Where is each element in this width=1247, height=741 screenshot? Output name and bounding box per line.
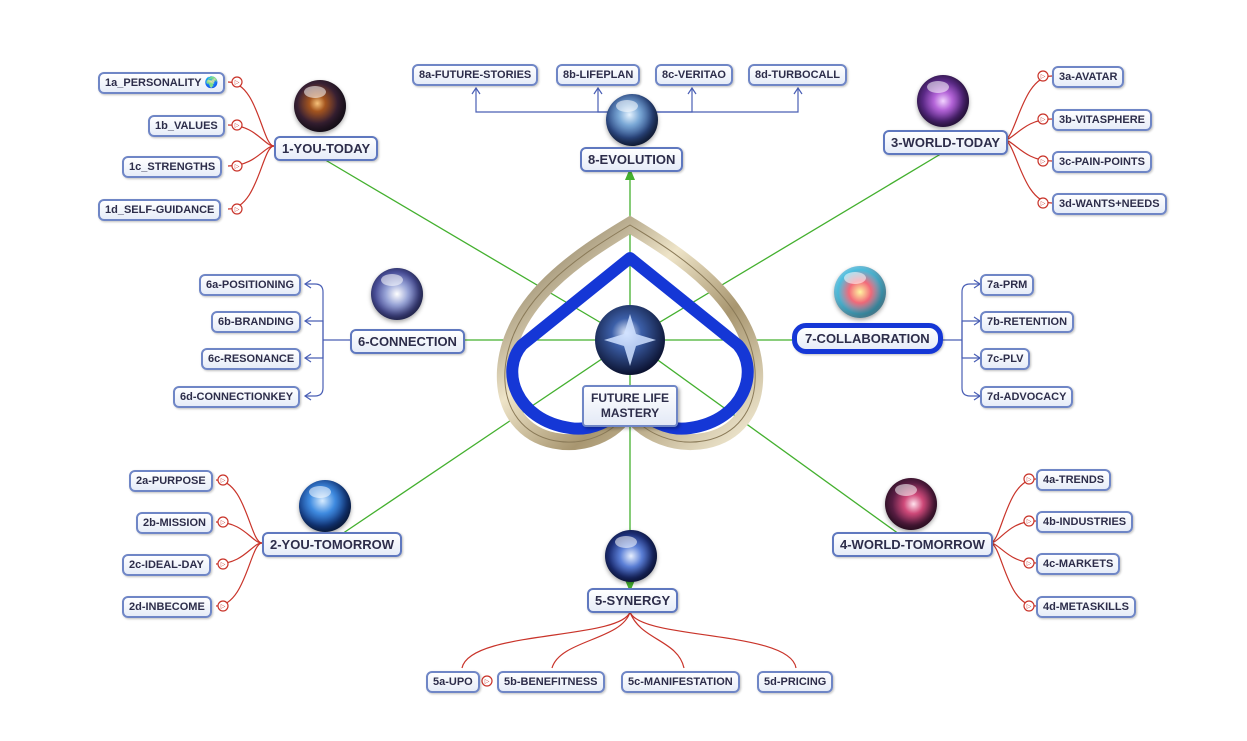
topic-1a-personality[interactable]: 1a_PERSONALITY 🌍 <box>98 72 226 94</box>
topic-4c-markets[interactable]: 4c-MARKETS <box>1036 553 1121 575</box>
topic-2d-inbecome[interactable]: 2d-INBECOME <box>122 596 212 618</box>
branch-2-you-tomorrow[interactable]: 2-YOU-TOMORROW <box>262 532 402 557</box>
topic-6c-resonance[interactable]: 6c-RESONANCE <box>201 348 302 370</box>
link-b3 <box>629 151 945 341</box>
topic-6d-connectionkey[interactable]: 6d-CONNECTIONKEY <box>173 386 301 408</box>
orb-world-today-icon <box>917 75 969 127</box>
topic-5c-manifestation[interactable]: 5c-MANIFESTATION <box>621 671 740 693</box>
svg-text:▷: ▷ <box>1027 561 1032 567</box>
topic-2c-ideal-day[interactable]: 2c-IDEAL-DAY <box>122 554 211 576</box>
topic-8d-turbocall[interactable]: 8d-TURBOCALL <box>748 64 847 86</box>
svg-text:▷: ▷ <box>235 80 240 86</box>
topic-5b-benefitness[interactable]: 5b-BENEFITNESS <box>497 671 605 693</box>
svg-text:▷: ▷ <box>235 164 240 170</box>
topic-3c-pain-points[interactable]: 3c-PAIN-POINTS <box>1052 151 1152 173</box>
topic-6a-positioning[interactable]: 6a-POSITIONING <box>199 274 302 296</box>
topic-8a-future-stories[interactable]: 8a-FUTURE-STORIES <box>412 64 539 86</box>
branch-4-world-tomorrow[interactable]: 4-WORLD-TOMORROW <box>832 532 993 557</box>
topic-4b-industries[interactable]: 4b-INDUSTRIES <box>1036 511 1134 533</box>
svg-text:▷: ▷ <box>221 520 226 526</box>
connection-connectors <box>303 279 350 401</box>
branch-3-world-today[interactable]: 3-WORLD-TODAY <box>883 130 1009 155</box>
svg-text:▷: ▷ <box>235 207 240 213</box>
orb-collaboration-icon <box>834 266 886 318</box>
task-markers <box>217 70 1049 687</box>
topic-7b-retention[interactable]: 7b-RETENTION <box>980 311 1075 333</box>
topic-6b-branding[interactable]: 6b-BRANDING <box>211 311 301 333</box>
svg-text:▷: ▷ <box>1041 117 1046 123</box>
globe-icon: 🌍 <box>204 77 219 89</box>
topic-4a-trends[interactable]: 4a-TRENDS <box>1036 469 1112 491</box>
orb-synergy-icon <box>605 530 657 582</box>
topic-2a-purpose[interactable]: 2a-PURPOSE <box>129 470 213 492</box>
link-b1 <box>321 157 631 341</box>
svg-text:▷: ▷ <box>1041 159 1046 165</box>
central-topic-line1: FUTURE LIFE <box>591 391 669 405</box>
topic-1c-strengths[interactable]: 1c_STRENGTHS <box>122 156 223 178</box>
topic-3b-vitasphere[interactable]: 3b-VITASPHERE <box>1052 109 1152 131</box>
svg-text:▷: ▷ <box>1027 519 1032 525</box>
branch-5-synergy[interactable]: 5-SYNERGY <box>587 588 679 613</box>
evolution-connectors <box>471 86 803 113</box>
branch-1-you-today[interactable]: 1-YOU-TODAY <box>274 136 379 161</box>
branch-6-connection[interactable]: 6-CONNECTION <box>350 329 465 354</box>
central-topic-line2: MASTERY <box>600 406 660 420</box>
topic-3d-wants-needs[interactable]: 3d-WANTS+NEEDS <box>1052 193 1167 215</box>
orb-connection-icon <box>371 268 423 320</box>
topic-4d-metaskills[interactable]: 4d-METASKILLS <box>1036 596 1136 618</box>
topic-8c-veritao[interactable]: 8c-VERITAO <box>655 64 733 86</box>
svg-text:▷: ▷ <box>1027 477 1032 483</box>
link-b2 <box>329 339 631 543</box>
orb-you-today-icon <box>294 80 346 132</box>
topic-3a-avatar[interactable]: 3a-AVATAR <box>1052 66 1125 88</box>
orb-evolution-icon <box>606 94 658 146</box>
branch-7-collaboration[interactable]: 7-COLLABORATION <box>792 323 943 354</box>
topic-1d-self-guidance[interactable]: 1d_SELF-GUIDANCE <box>98 199 222 221</box>
topic-7d-advocacy[interactable]: 7d-ADVOCACY <box>980 386 1074 408</box>
svg-text:▷: ▷ <box>235 123 240 129</box>
svg-text:▷: ▷ <box>1041 201 1046 207</box>
svg-text:▷: ▷ <box>221 604 226 610</box>
topic-2b-mission[interactable]: 2b-MISSION <box>136 512 213 534</box>
central-topic[interactable]: FUTURE LIFE MASTERY <box>582 385 678 427</box>
link-b4 <box>629 339 911 543</box>
topic-5a-upo[interactable]: 5a-UPO <box>426 671 480 693</box>
topic-label: 1a_PERSONALITY <box>105 77 202 89</box>
svg-text:▷: ▷ <box>1041 74 1046 80</box>
topic-1b-values[interactable]: 1b_VALUES <box>148 115 225 137</box>
branch-8-evolution[interactable]: 8-EVOLUTION <box>580 147 684 172</box>
topic-7c-plv[interactable]: 7c-PLV <box>980 348 1031 370</box>
orb-world-tomorrow-icon <box>885 478 937 530</box>
svg-text:▷: ▷ <box>221 478 226 484</box>
orb-you-tomorrow-icon <box>299 480 351 532</box>
svg-text:▷: ▷ <box>485 679 490 685</box>
topic-7a-prm[interactable]: 7a-PRM <box>980 274 1035 296</box>
topic-8b-lifeplan[interactable]: 8b-LIFEPLAN <box>556 64 641 86</box>
topic-5d-pricing[interactable]: 5d-PRICING <box>757 671 834 693</box>
svg-text:▷: ▷ <box>221 562 226 568</box>
svg-text:▷: ▷ <box>1027 604 1032 610</box>
collaboration-connectors <box>942 279 982 401</box>
